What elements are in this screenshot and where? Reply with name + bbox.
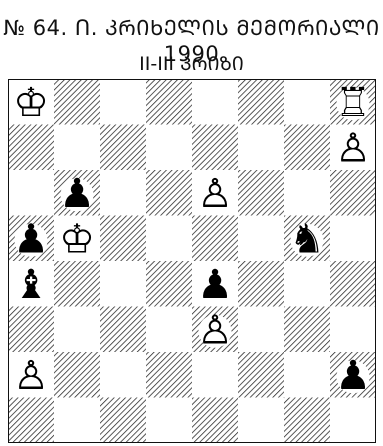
square-e8-light <box>192 79 239 125</box>
white-pawn-icon: ♙ <box>197 307 233 353</box>
square-e1-dark <box>192 398 239 444</box>
square-d8-dark <box>146 79 193 125</box>
square-a7-dark <box>8 125 55 171</box>
square-d7-light <box>146 125 193 171</box>
black-pawn-icon: ♟ <box>59 171 95 217</box>
square-b4-dark <box>54 261 101 307</box>
square-f1-light <box>238 398 285 444</box>
square-d2-dark <box>146 352 193 398</box>
square-a6-light <box>8 170 55 216</box>
square-c8-light <box>100 79 147 125</box>
square-b7-light <box>54 125 101 171</box>
black-pawn-icon: ♟ <box>197 262 233 308</box>
black-pawn-icon: ♟ <box>335 353 371 399</box>
square-c1-dark <box>100 398 147 444</box>
square-g1-dark <box>284 398 331 444</box>
square-h5-light <box>330 216 376 262</box>
square-h3-light <box>330 307 376 353</box>
square-g4-light <box>284 261 331 307</box>
white-king-icon: ♔ <box>59 216 95 262</box>
square-e5-dark <box>192 216 239 262</box>
square-c6-light <box>100 170 147 216</box>
white-pawn-icon: ♙ <box>13 353 49 399</box>
white-king-icon: ♔ <box>13 80 49 126</box>
square-f4-dark <box>238 261 285 307</box>
square-e2-light <box>192 352 239 398</box>
white-pawn-icon: ♙ <box>335 125 371 171</box>
square-b8-dark <box>54 79 101 125</box>
diagram-subtitle: II-III ᲞᲠᲘᲖᲘ <box>0 50 383 76</box>
square-c4-light <box>100 261 147 307</box>
square-d6-dark <box>146 170 193 216</box>
black-knight-icon: ♞ <box>289 216 325 262</box>
square-e7-dark <box>192 125 239 171</box>
square-f7-light <box>238 125 285 171</box>
black-bishop-icon: ♝ <box>13 262 49 308</box>
square-d1-light <box>146 398 193 444</box>
square-h1-light <box>330 398 376 444</box>
square-g6-light <box>284 170 331 216</box>
square-f5-light <box>238 216 285 262</box>
white-rook-icon: ♖ <box>335 80 371 126</box>
square-g2-light <box>284 352 331 398</box>
square-g8-light <box>284 79 331 125</box>
square-d3-light <box>146 307 193 353</box>
square-c7-dark <box>100 125 147 171</box>
white-pawn-icon: ♙ <box>197 171 233 217</box>
square-b3-light <box>54 307 101 353</box>
square-g7-dark <box>284 125 331 171</box>
square-g3-dark <box>284 307 331 353</box>
square-b1-light <box>54 398 101 444</box>
square-f6-dark <box>238 170 285 216</box>
square-d4-dark <box>146 261 193 307</box>
square-a3-dark <box>8 307 55 353</box>
square-c3-dark <box>100 307 147 353</box>
square-a1-dark <box>8 398 55 444</box>
square-f3-light <box>238 307 285 353</box>
square-b2-dark <box>54 352 101 398</box>
square-f8-dark <box>238 79 285 125</box>
square-d5-light <box>146 216 193 262</box>
square-c5-dark <box>100 216 147 262</box>
square-h6-dark <box>330 170 376 216</box>
square-f2-dark <box>238 352 285 398</box>
chess-board: ♔♖♙♟♙♟♔♞♝♟♙♙♟ <box>8 79 376 443</box>
square-h4-dark <box>330 261 376 307</box>
black-pawn-icon: ♟ <box>13 216 49 262</box>
square-c2-light <box>100 352 147 398</box>
